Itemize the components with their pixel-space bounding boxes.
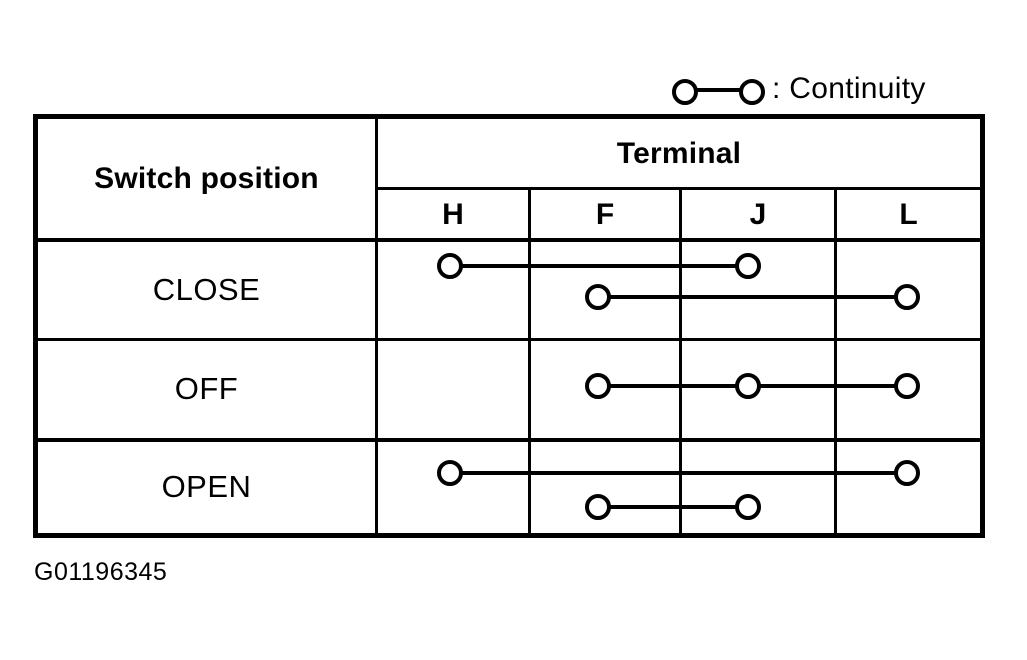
node-close-f xyxy=(585,284,611,310)
divider-horizontal-close-off xyxy=(38,338,980,341)
header-terminal-f: F xyxy=(595,197,615,231)
node-off-f xyxy=(585,373,611,399)
node-open-j xyxy=(735,494,761,520)
row-label-open: OPEN xyxy=(161,469,252,505)
header-terminal-h: H xyxy=(442,197,464,231)
row-label-close: CLOSE xyxy=(152,271,261,307)
header-terminal-group: Terminal xyxy=(616,136,742,170)
node-close-j xyxy=(735,253,761,279)
node-off-l xyxy=(894,373,920,399)
legend-connector-line xyxy=(682,88,750,92)
divider-vertical-h-f xyxy=(528,187,531,533)
header-terminal-l: L xyxy=(899,197,918,231)
wire-close-h-j xyxy=(450,264,748,268)
wire-close-f-l xyxy=(598,295,907,299)
divider-horizontal-header-body xyxy=(38,238,980,242)
divider-horizontal-off-open xyxy=(38,438,980,442)
divider-horizontal-terminal-letters xyxy=(375,187,980,190)
legend-label: : Continuity xyxy=(772,72,926,105)
divider-vertical-switchpos xyxy=(375,119,378,533)
node-open-h xyxy=(437,460,463,486)
wire-open-f-j xyxy=(598,505,748,509)
node-open-f xyxy=(585,494,611,520)
divider-vertical-f-j xyxy=(679,187,682,533)
node-close-h xyxy=(437,253,463,279)
node-close-l xyxy=(894,284,920,310)
wire-off-f-l xyxy=(598,384,907,388)
legend-terminal-node-left xyxy=(672,79,698,105)
header-switch-position: Switch position xyxy=(94,162,319,195)
continuity-symbol-icon xyxy=(660,77,772,105)
continuity-table: Switch position Terminal H F J L CLOSE O… xyxy=(33,114,985,538)
legend-terminal-node-right xyxy=(739,79,765,105)
figure-caption: G01196345 xyxy=(34,558,168,586)
divider-vertical-j-l xyxy=(834,187,837,533)
node-off-j xyxy=(735,373,761,399)
node-open-l xyxy=(894,460,920,486)
header-terminal-j: J xyxy=(749,197,767,231)
legend: : Continuity xyxy=(660,66,926,114)
row-label-off: OFF xyxy=(174,371,239,407)
